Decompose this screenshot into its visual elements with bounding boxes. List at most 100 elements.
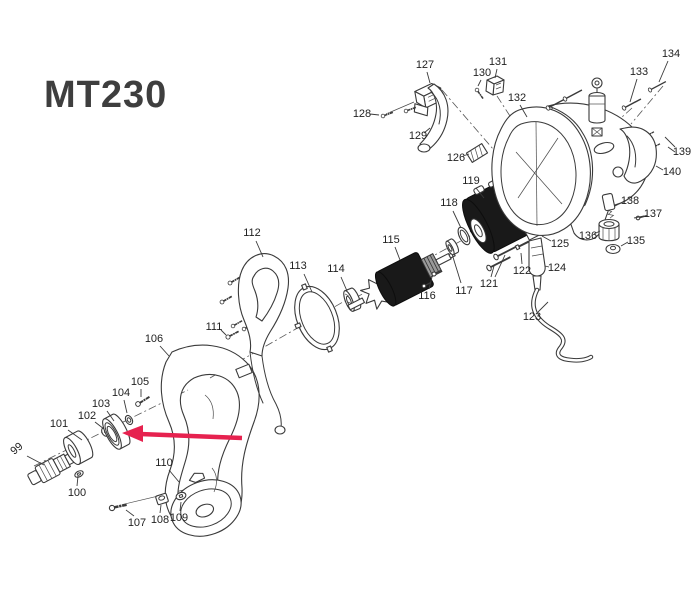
part-shape-baffle-ring-113 [294,283,340,353]
part-shape-handle-strip-129 [417,83,449,153]
part-shape-block-131 [485,75,505,96]
part-label-133: 133 [630,66,648,78]
part-label-131: 131 [489,56,507,68]
part-label-125: 125 [551,238,569,250]
leader-line-107 [125,509,135,517]
part-label-105: 105 [131,376,149,388]
leader-line-140 [655,165,664,171]
part-label-122: 122 [513,265,531,277]
part-label-123: 123 [523,311,541,323]
part-shape-ring-104 [124,414,134,426]
part-label-119: 119 [462,175,480,187]
part-label-129: 129 [409,130,427,142]
part-label-128: 128 [353,108,371,120]
part-shape-screw-105 [133,393,152,409]
leader-line-115 [394,246,401,261]
part-label-102: 102 [78,410,96,422]
part-shape-armature-115 [347,251,456,311]
part-label-99: 99 [8,440,25,457]
leader-line-126 [462,153,470,157]
leader-line-101 [67,429,83,441]
leader-line-106 [159,345,170,357]
leader-line-121 [490,265,495,278]
part-label-116: 116 [418,290,436,302]
diagram-title: MT230 [44,74,168,116]
part-label-101: 101 [50,418,68,430]
leader-line-110 [168,469,180,483]
leader-line-108 [159,504,162,514]
part-shape-brush-cap-top [588,77,606,137]
leader-line-121 [494,254,506,278]
part-label-104: 104 [112,387,130,399]
part-shape-cord-guard-124 [528,237,546,291]
part-shape-nut-108 [155,492,169,506]
part-label-107: 107 [128,517,146,529]
leader-line-135 [620,241,629,247]
part-label-121: 121 [480,278,498,290]
part-shape-brush-holder-136 [598,218,620,242]
part-label-112: 112 [243,227,261,239]
leader-line-112 [255,240,264,258]
part-label-136: 136 [579,230,597,242]
part-shape-washer-101 [63,430,94,466]
part-label-124: 124 [548,262,566,274]
part-label-117: 117 [455,285,473,297]
part-label-113: 113 [289,260,307,272]
part-label-100: 100 [68,487,86,499]
highlight-arrow [122,425,243,442]
part-shape-screw-107 [107,501,129,513]
leader-line-128 [369,113,380,116]
leader-line-134 [658,60,669,83]
part-label-134: 134 [662,48,680,60]
leader-line-124 [544,265,550,268]
leader-line-133 [629,78,638,103]
part-shape-power-cord-123 [531,287,594,363]
part-label-115: 115 [382,234,400,246]
leader-line-113 [303,273,313,293]
part-label-130: 130 [473,67,491,79]
leader-line-122 [520,252,523,265]
part-label-111: 111 [206,321,223,333]
part-label-108: 108 [151,514,169,526]
part-label-139: 139 [673,146,691,158]
part-shape-baffle-126 [465,143,489,163]
part-label-114: 114 [327,263,345,275]
leader-line-100 [76,475,79,487]
part-label-106: 106 [145,333,163,345]
part-shape-oring-118 [457,226,471,246]
leader-line-131 [494,68,498,79]
leader-line-127 [426,71,431,84]
part-label-132: 132 [508,92,526,104]
leader-line-111 [220,329,227,336]
part-shape-screw-134 [646,78,668,94]
highlight-arrow-shaft [139,431,243,441]
part-label-137: 137 [644,208,662,220]
part-label-140: 140 [663,166,681,178]
leader-line-138 [614,202,622,207]
leader-line-117 [451,253,462,284]
part-shape-brush-138 [601,193,616,219]
leader-line-139 [667,146,676,153]
part-shape-clip-100 [74,470,84,478]
leader-line-125 [541,235,552,242]
part-shape-screw-top-b [561,87,584,103]
part-shape-rear-cover-140 [619,126,657,184]
part-shape-fastener-116b [421,282,431,289]
part-label-103: 103 [92,398,110,410]
part-label-126: 126 [447,152,465,164]
part-shape-cap-135 [605,243,621,255]
highlight-arrow-head [122,425,143,442]
part-label-118: 118 [440,197,458,209]
leader-line-130 [477,79,482,87]
part-label-127: 127 [416,59,434,71]
leader-line-137 [633,215,645,219]
leader-line-123 [537,301,549,313]
leader-line-104 [123,399,128,414]
part-label-110: 110 [155,457,173,469]
part-label-109: 109 [170,512,188,524]
part-shape-motor-housing-132 [491,102,649,241]
part-shape-screw-111 [224,328,241,341]
part-shape-fastener-116 [431,269,442,277]
